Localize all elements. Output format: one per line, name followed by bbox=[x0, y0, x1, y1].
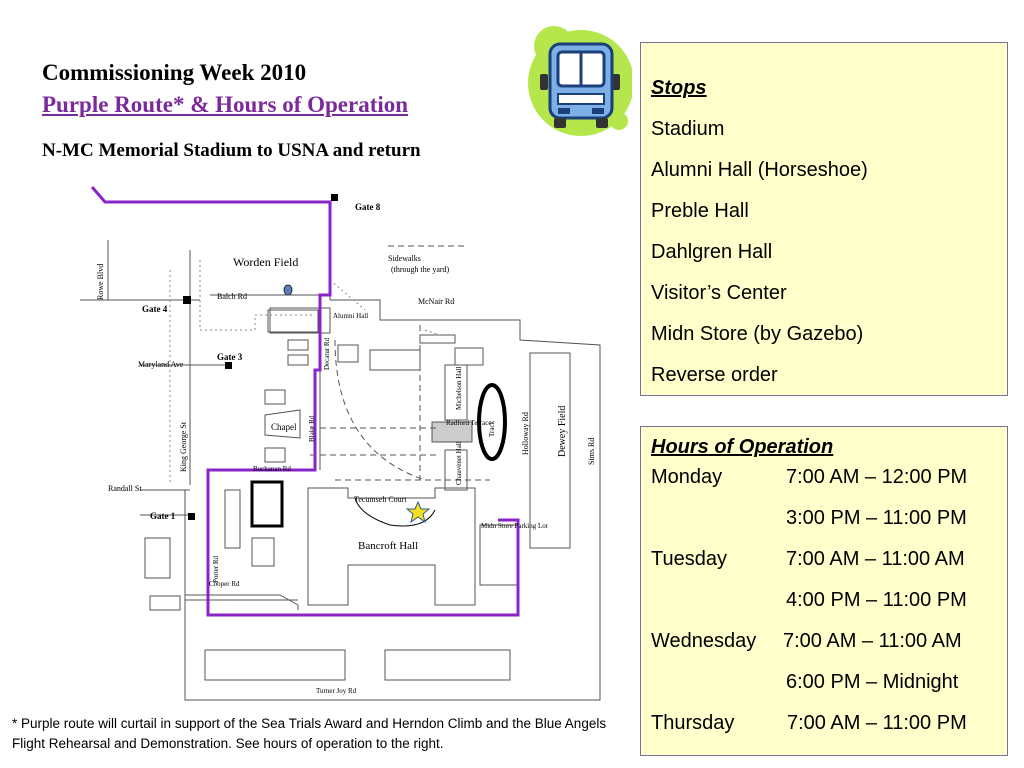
turner-joy-rd-label: Turner Joy Rd bbox=[316, 687, 357, 695]
chapel-label: Chapel bbox=[271, 422, 297, 432]
tecumseh-court-label: Tecumseh Court bbox=[354, 495, 407, 504]
bancroft-hall-label: Bancroft Hall bbox=[358, 540, 418, 552]
worden-field-label: Worden Field bbox=[233, 255, 298, 269]
stop-item: Visitor’s Center bbox=[651, 282, 787, 304]
sidewalks-legend-note: (through the yard) bbox=[391, 265, 450, 274]
gate-4-marker bbox=[183, 296, 191, 304]
michelson-hall-label: Michelson Hall bbox=[455, 367, 463, 410]
holloway-rd-label: Holloway Rd bbox=[521, 412, 530, 455]
hours-row: 4:00 PM – 11:00 PM bbox=[651, 572, 1007, 613]
page-subtitle: Purple Route* & Hours of Operation bbox=[42, 92, 409, 117]
hours-day: Tuesday bbox=[651, 548, 727, 570]
chauvenet-hall-label: Chauvenet Hall bbox=[455, 441, 463, 485]
hours-row: Tuesday 7:00 AM – 11:00 AM bbox=[651, 531, 1007, 572]
gate-3-label: Gate 3 bbox=[217, 352, 243, 362]
stop-item: Preble Hall bbox=[651, 200, 749, 222]
footnote: * Purple route will curtail in support o… bbox=[12, 716, 607, 751]
hours-time: 3:00 PM – 11:00 PM bbox=[786, 507, 967, 529]
sidewalks-legend: Sidewalks bbox=[388, 254, 421, 263]
midn-store-parking-label: Midn Store Parking Lot bbox=[481, 522, 548, 530]
gate-8-label: Gate 8 bbox=[355, 202, 381, 212]
rowe-blvd-label: Rowe Blvd bbox=[96, 264, 105, 300]
dewey-field-label: Dewey Field bbox=[557, 406, 568, 457]
track-label: Track bbox=[488, 420, 496, 437]
gate-4-label: Gate 4 bbox=[142, 304, 168, 314]
star-icon bbox=[405, 500, 431, 524]
hours-row: Wednesday 7:00 AM – 11:00 AM bbox=[651, 613, 1007, 654]
stop-item: Reverse order bbox=[651, 364, 778, 386]
route-map: Gate 8 Gate 4 Gate 3 Gate 1 Worden Field… bbox=[80, 186, 601, 701]
hours-time: 7:00 AM – 12:00 PM bbox=[786, 466, 968, 488]
hours-row: 3:00 PM – 11:00 PM bbox=[651, 490, 1007, 531]
hours-time: 4:00 PM – 11:00 PM bbox=[786, 589, 967, 611]
hours-day: Monday bbox=[651, 466, 723, 488]
porter-rd-label: Porter Rd bbox=[212, 555, 220, 583]
hours-day: Wednesday bbox=[651, 630, 757, 652]
mcnair-rd-label: McNair Rd bbox=[418, 297, 454, 306]
randall-st-label: Randall St bbox=[108, 484, 142, 493]
gate-3-marker bbox=[225, 362, 232, 369]
hours-row: Thursday 7:00 AM – 11:00 PM bbox=[651, 695, 1007, 736]
hours-day: Thursday bbox=[651, 712, 735, 734]
school-bus-icon bbox=[528, 26, 632, 136]
radford-terrace-label: Radford Terrace bbox=[446, 419, 491, 427]
maryland-ave-label: Maryland Ave bbox=[138, 360, 184, 369]
hours-time: 7:00 AM – 11:00 AM bbox=[786, 548, 965, 570]
alumni-hall-label: Alumni Hall bbox=[333, 312, 368, 320]
gate-1-marker bbox=[188, 513, 195, 520]
decatur-rd-label: Decatur Rd bbox=[323, 337, 331, 370]
gate-8-marker bbox=[331, 194, 338, 201]
stop-item: Alumni Hall (Horseshoe) bbox=[651, 159, 868, 181]
stops-panel: Stops Stadium Alumni Hall (Horseshoe) Pr… bbox=[640, 42, 1008, 396]
route-description: N-MC Memorial Stadium to USNA and return bbox=[42, 140, 421, 161]
hours-heading: Hours of Operation bbox=[651, 436, 834, 458]
hours-row: Monday 7:00 AM – 12:00 PM bbox=[651, 460, 1007, 490]
hours-time: 6:00 PM – Midnight bbox=[786, 671, 959, 693]
pin-icon bbox=[283, 284, 293, 296]
stops-heading: Stops bbox=[651, 77, 707, 99]
hours-time: 7:00 AM – 11:00 AM bbox=[783, 630, 962, 652]
page-title: Commissioning Week 2010 bbox=[42, 60, 307, 85]
stop-item: Dahlgren Hall bbox=[651, 241, 773, 263]
hours-row: 6:00 PM – Midnight bbox=[651, 654, 1007, 695]
stop-item: Stadium bbox=[651, 118, 725, 140]
blake-rd-label: Blake Rd bbox=[308, 415, 316, 442]
purple-route bbox=[90, 186, 520, 617]
hours-panel: Hours of Operation Monday 7:00 AM – 12:0… bbox=[640, 426, 1008, 756]
balch-rd-label: Balch Rd bbox=[217, 292, 247, 301]
gate-1-label: Gate 1 bbox=[150, 511, 176, 521]
hours-time: 7:00 AM – 11:00 PM bbox=[787, 712, 967, 734]
buchanan-rd-label: Buchanan Rd bbox=[253, 465, 291, 473]
sims-rd-label: Sims Rd bbox=[587, 438, 596, 465]
stop-item: Midn Store (by Gazebo) bbox=[651, 323, 864, 345]
king-george-st-label: King George St bbox=[179, 421, 188, 472]
cooper-rd-label: Cooper Rd bbox=[209, 580, 240, 588]
